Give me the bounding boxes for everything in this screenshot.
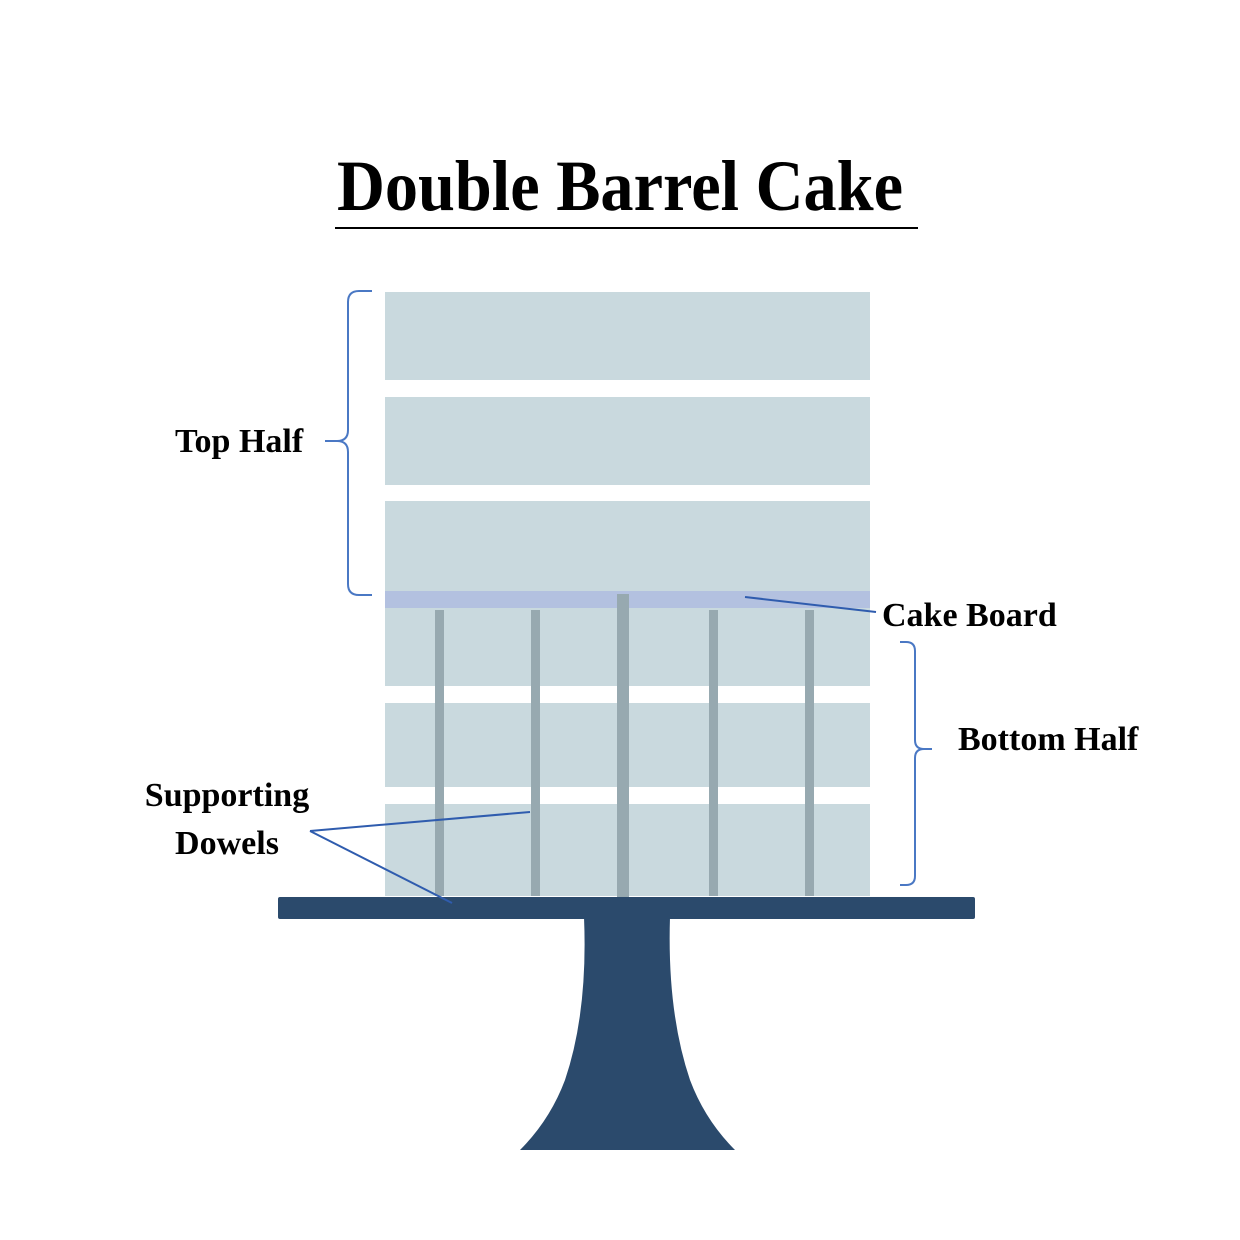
supporting-dowels-label-line2: Dowels [175,825,279,862]
top-half-label: Top Half [175,423,304,460]
supporting-dowels-label-line1: Supporting [145,777,309,814]
top-half-layers [385,292,870,591]
bottom-half-label: Bottom Half [958,721,1139,758]
dowel-4 [709,610,718,896]
top-cake-layer-3 [385,501,870,591]
dowel-2 [531,610,540,896]
top-cake-layer-1 [385,292,870,380]
cake-board-pointer-line [744,596,877,613]
dowels-pointer-line-lower [309,830,453,904]
bottom-half-bracket [900,641,932,886]
dowels-pointer-line-upper [309,811,531,832]
cake-stand [278,897,975,1150]
cake-stand-pedestal [520,917,735,1150]
top-cake-layer-2 [385,397,870,485]
cake-board-label: Cake Board [882,597,1057,634]
cake-stand-plate [278,897,975,919]
top-half-bracket [325,290,372,596]
dowel-3 [617,594,629,900]
supporting-dowels [435,594,814,900]
diagram-title: Double Barrel Cake [337,146,903,226]
dowel-1 [435,610,444,896]
dowel-5 [805,610,814,896]
